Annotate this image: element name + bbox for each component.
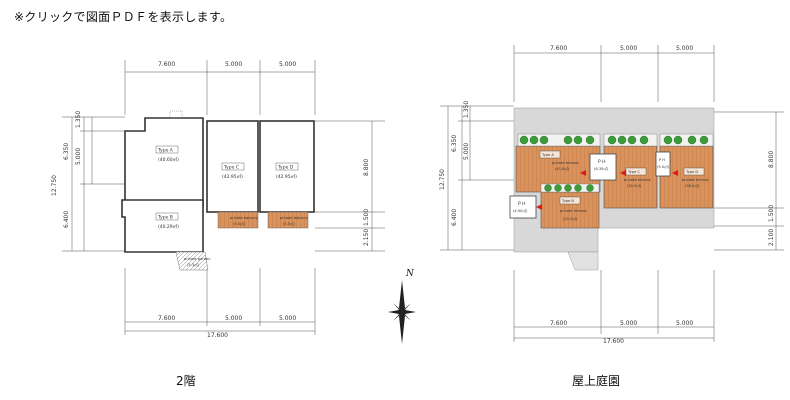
- dim-bottom-2: 5.000: [225, 315, 242, 322]
- penthouse-left: [509, 195, 537, 219]
- dim-top-2: 5.000: [225, 61, 242, 68]
- stair-hatch: [169, 110, 183, 119]
- dim-right-8800: 8.800: [363, 159, 370, 176]
- type-a-badge: [155, 145, 179, 154]
- type-b-badge: [155, 212, 179, 221]
- roof-dim-left-6400: 6.400: [451, 209, 458, 226]
- compass-north-label: N: [405, 269, 415, 279]
- type-b-label: Type B: [157, 215, 173, 221]
- dim-bottom-3: 5.000: [279, 315, 296, 322]
- roof-dim-left-1350: 1.350: [463, 101, 470, 118]
- roof-dim-top-3: 5.000: [676, 45, 693, 52]
- dims-left-roof: [440, 105, 514, 251]
- ph-left-area: (4.90㎡): [513, 208, 528, 213]
- dim-left-12750: 12.750: [51, 175, 58, 196]
- dim-left-6350: 6.350: [63, 143, 70, 160]
- roof-step: [567, 251, 599, 271]
- caption-2f: 2階: [176, 374, 196, 388]
- dim-top-3: 5.000: [279, 61, 296, 68]
- dims-right-roof: [714, 111, 784, 251]
- penthouse-small: [655, 151, 671, 177]
- type-c-badge: [221, 162, 245, 171]
- dims-left-2f: [62, 116, 125, 252]
- roof-dim-left-5000: 5.000: [463, 143, 470, 160]
- roof-type-d-label: Type D: [685, 170, 698, 174]
- roof-type-c-area: (35.9㎡): [627, 183, 642, 188]
- ph-main-label: P H: [598, 159, 606, 165]
- roof-type-a-label: Type A: [541, 153, 554, 157]
- type-b-area: (40.29㎡): [158, 223, 179, 230]
- dim-left-5000: 5.000: [75, 148, 82, 165]
- balcony-d-area: (5.5㎡): [283, 221, 296, 226]
- compass-north-icon: N: [388, 269, 416, 344]
- dim-top-1: 7.600: [158, 61, 175, 68]
- roof-type-b-name: private terrace: [560, 209, 588, 213]
- dims-top-2f: [124, 60, 316, 115]
- roof-type-a-name: private terrace: [552, 161, 580, 165]
- roof-type-c-name: private terrace: [624, 178, 652, 182]
- dim-left-1350: 1.350: [75, 111, 82, 128]
- type-d-label: Type D: [277, 165, 294, 171]
- type-c-label: Type C: [223, 165, 239, 171]
- balcony-d-name: private balcony: [280, 216, 309, 220]
- roof-dim-right-8800: 8.800: [768, 151, 775, 168]
- roof-dim-bottom-total: 17.600: [603, 338, 624, 345]
- roof-type-a-area: (41.8㎡): [555, 166, 570, 171]
- penthouse-main: [589, 153, 617, 181]
- roof-type-c-label: Type C: [627, 170, 640, 174]
- roof-dim-left-6350: 6.350: [451, 135, 458, 152]
- roof-type-a-badge: [539, 150, 561, 159]
- plan-roof[interactable]: 7.600 5.000 5.000 1.350 5.000 6.350 12.7…: [439, 45, 784, 345]
- roof-dim-right-1500: 1.500: [768, 205, 775, 222]
- dims-bottom-2f: [124, 268, 316, 335]
- dims-right-2f: [315, 120, 385, 252]
- dims-bottom-roof: [513, 270, 715, 342]
- dim-left-6400: 6.400: [63, 211, 70, 228]
- roof-type-b-badge: [559, 196, 581, 205]
- ph-main-area: (6.35㎡): [594, 166, 609, 171]
- dims-top-roof: [513, 45, 715, 102]
- roof-dim-right-2100: 2.100: [768, 229, 775, 246]
- roof-dim-top-1: 7.600: [550, 45, 567, 52]
- roof-type-b-area: (25.4㎡): [563, 216, 578, 221]
- type-c-area: (42.95㎡): [222, 173, 243, 180]
- roof-type-d-badge: [683, 167, 705, 176]
- roof-dim-top-2: 5.000: [620, 45, 637, 52]
- balcony-c: [217, 211, 259, 229]
- roof-dim-bottom-3: 5.000: [676, 320, 693, 327]
- roof-type-d-name: private terrace: [682, 178, 710, 182]
- roof-type-d-area: (38.0㎡): [685, 183, 700, 188]
- units-2f: [121, 117, 315, 253]
- ph-left-label: P H: [518, 201, 526, 207]
- ph-small-area: (5.0㎡): [657, 164, 670, 169]
- pdf-link-note[interactable]: ※クリックで図面ＰＤＦを表示します。: [14, 10, 233, 24]
- roof-type-c-badge: [625, 167, 647, 176]
- private-garden: [175, 251, 209, 271]
- garden-area: (5.3㎡): [187, 262, 200, 267]
- roof-dim-left-12750: 12.750: [439, 169, 446, 190]
- type-d-area: (42.95㎡): [276, 173, 297, 180]
- caption-roof-garden: 屋上庭園: [572, 374, 621, 388]
- balcony-c-area: (5.5㎡): [233, 221, 246, 226]
- roof-dim-bottom-2: 5.000: [620, 320, 637, 327]
- dim-bottom-total: 17.600: [207, 332, 228, 339]
- entry-arrow-icons: [536, 170, 678, 210]
- dim-bottom-1: 7.600: [158, 315, 175, 322]
- dim-right-2150: 2.150: [363, 229, 370, 246]
- plan-2f[interactable]: 7.600 5.000 5.000 1.350 5.000 6.350 12.7…: [51, 60, 385, 339]
- balcony-c-name: private balcony: [230, 216, 259, 220]
- planters: [517, 133, 714, 193]
- roof-dim-bottom-1: 7.600: [550, 320, 567, 327]
- roof-type-b-label: Type B: [561, 199, 574, 203]
- garden-name: private garden: [184, 257, 211, 261]
- type-a-area: (40.60㎡): [158, 156, 179, 163]
- dim-right-1500: 1.500: [363, 209, 370, 226]
- balcony-d: [267, 211, 309, 229]
- ph-small-label: P H: [659, 158, 665, 162]
- type-d-badge: [275, 162, 299, 171]
- type-a-label: Type A: [157, 148, 174, 154]
